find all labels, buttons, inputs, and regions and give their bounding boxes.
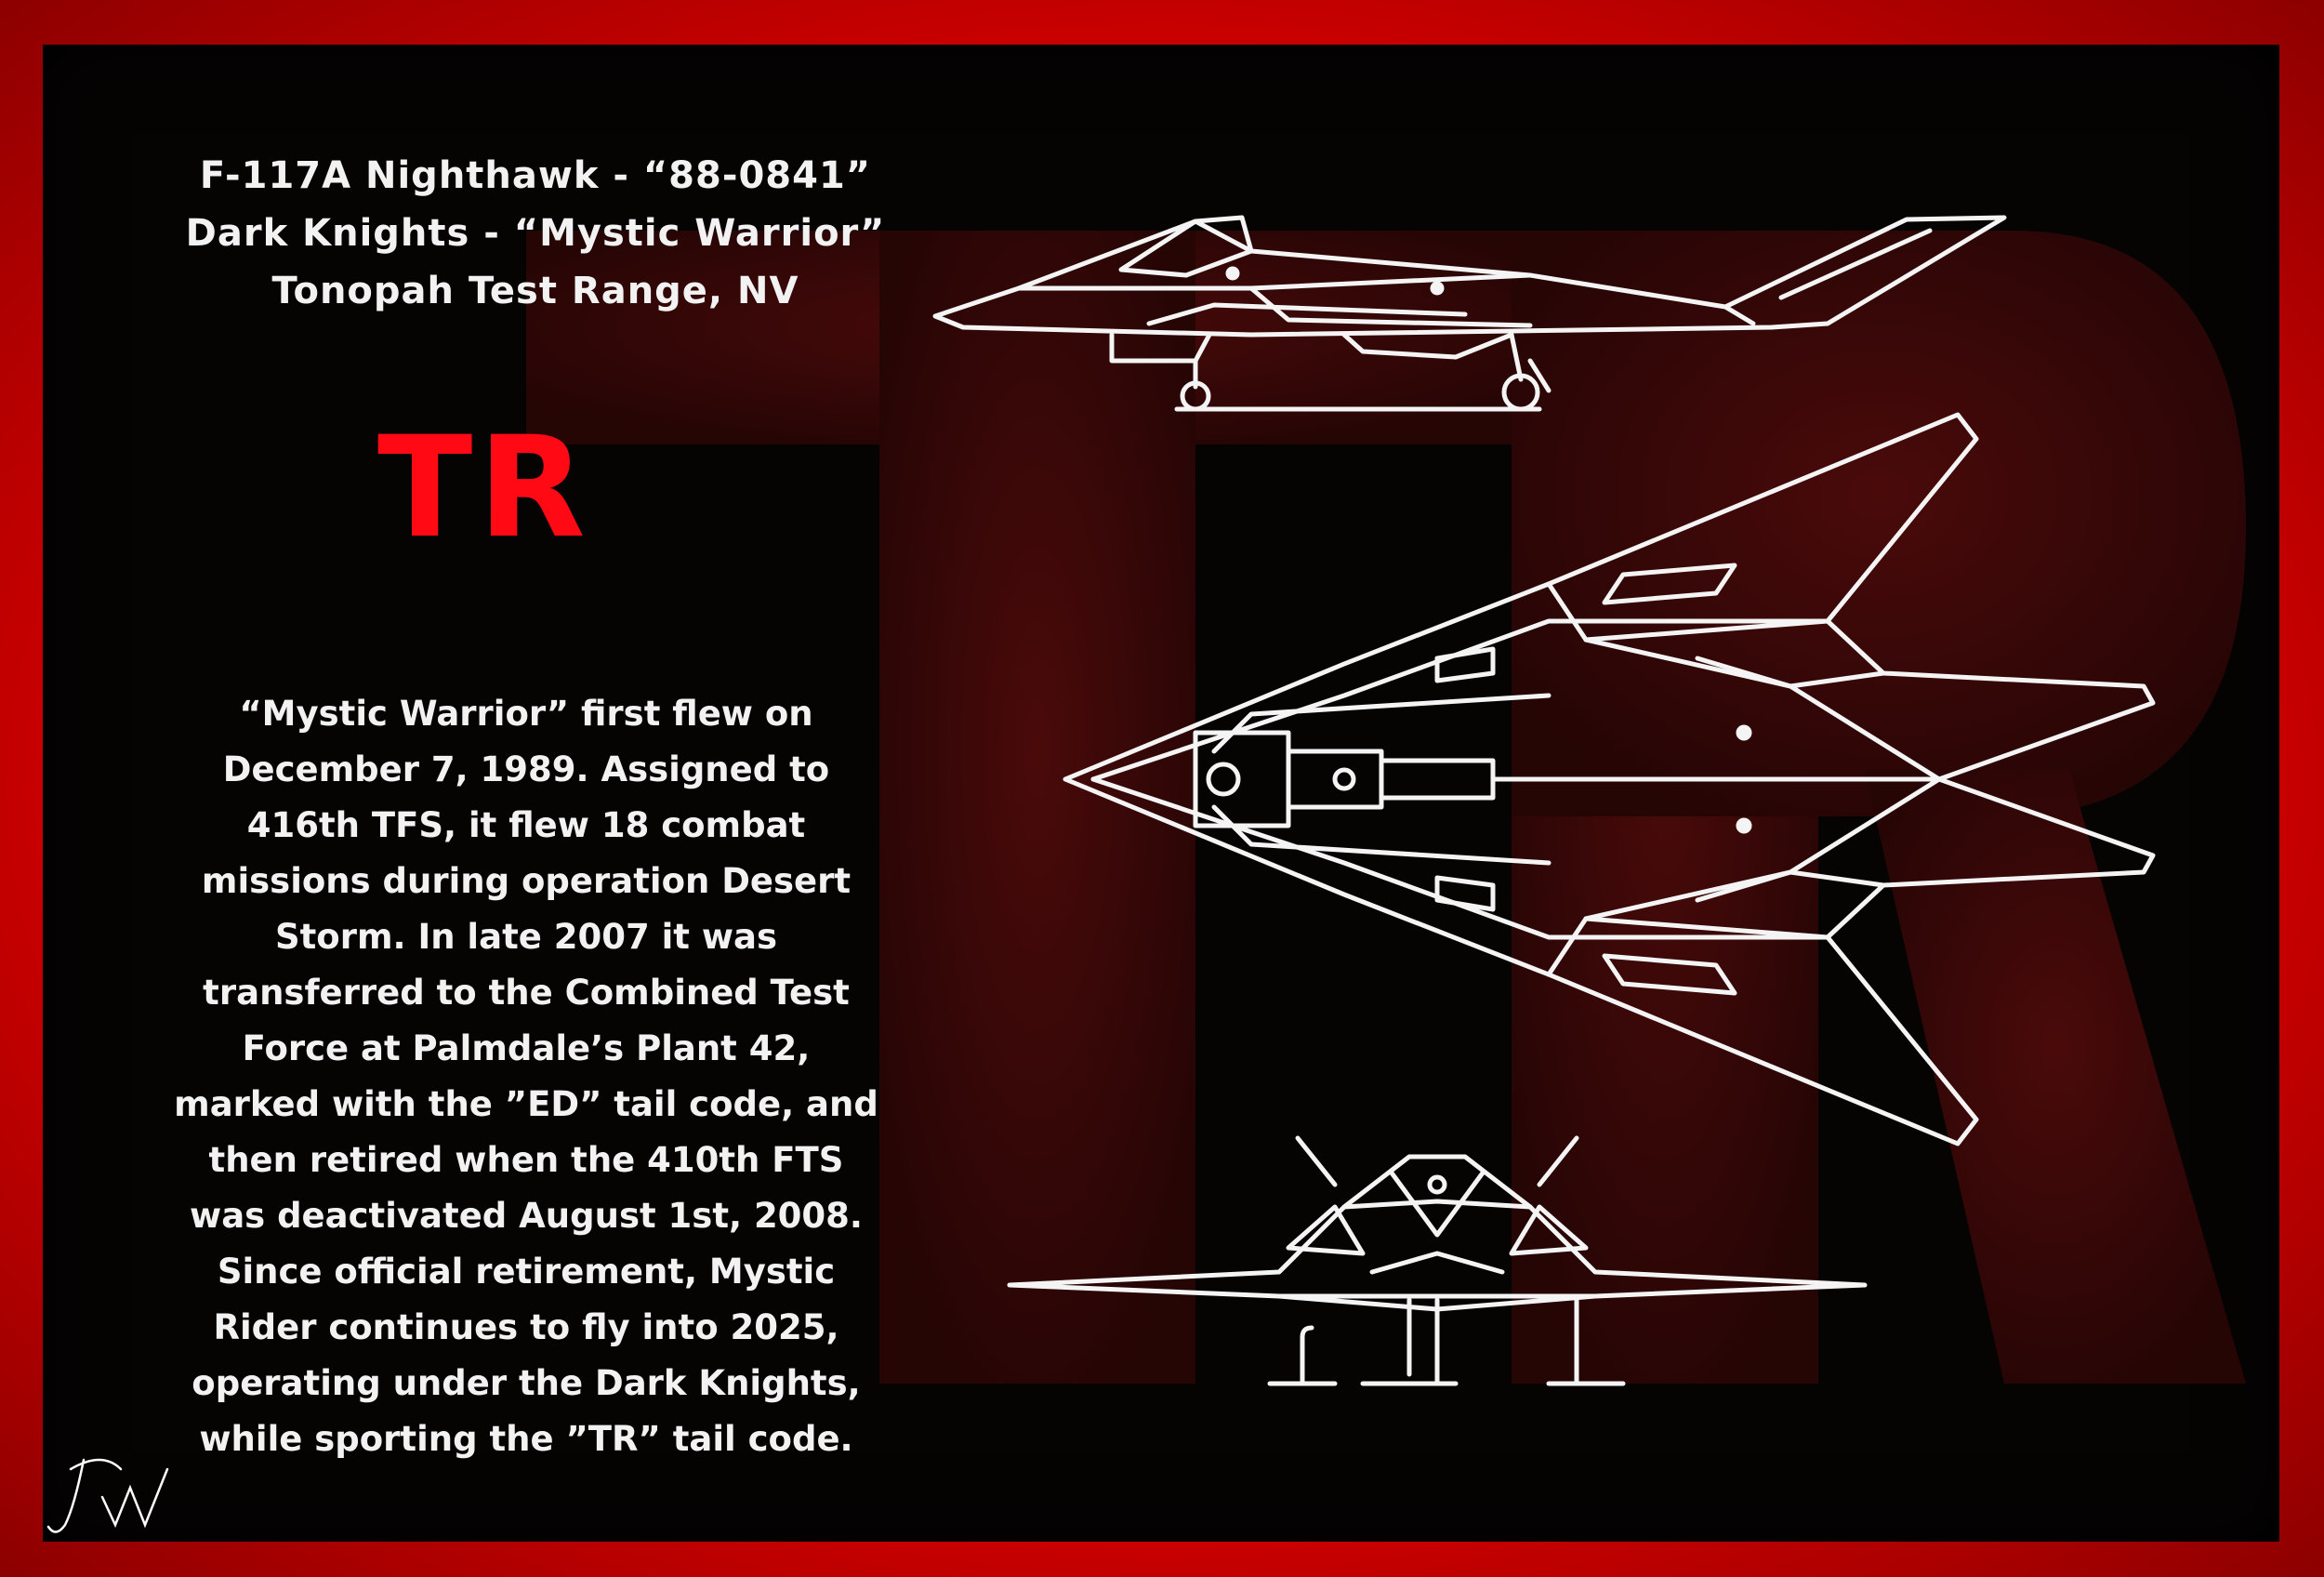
history-line: operating under the Dark Knights, (191, 1363, 861, 1403)
photographer-signature-logo (46, 1458, 169, 1533)
header-line-unit: Dark Knights - “Mystic Warrior” (185, 212, 886, 255)
history-line: marked with the ”ED” tail code, and (174, 1084, 878, 1124)
header-line-designation: F-117A Nighthawk - “88-0841” (199, 154, 872, 197)
background-letter-t (526, 231, 1539, 1384)
history-line: Rider continues to fly into 2025, (213, 1307, 839, 1347)
aircraft-history: “Mystic Warrior” first flew on December … (80, 686, 972, 1467)
aircraft-side-view-icon (932, 215, 2007, 412)
header-line-location: Tonopah Test Range, NV (271, 270, 799, 312)
history-line: Storm. In late 2007 it was (274, 917, 778, 957)
background-tail-letters (526, 231, 2246, 1384)
history-line: “Mystic Warrior” first flew on (239, 694, 813, 734)
tail-code-title: TR (377, 407, 591, 569)
aircraft-drawings (932, 215, 2156, 1386)
aircraft-header: F-117A Nighthawk - “88-0841” Dark Knight… (99, 147, 972, 320)
history-line: then retired when the 410th FTS (208, 1140, 844, 1180)
history-line: transferred to the Combined Test (203, 973, 850, 1013)
history-line: Force at Palmdale’s Plant 42, (242, 1028, 811, 1068)
history-line: missions during operation Desert (201, 861, 852, 901)
history-line: December 7, 1989. Assigned to (222, 749, 830, 789)
history-line: 416th TFS, it flew 18 combat (246, 805, 806, 845)
history-line: while sporting the ”TR” tail code. (199, 1419, 853, 1459)
history-line: was deactivated August 1st, 2008. (190, 1196, 863, 1236)
aircraft-top-view-icon (1063, 412, 2156, 1146)
info-placard: F-117A Nighthawk - “88-0841” Dark Knight… (43, 45, 2279, 1542)
aircraft-front-view-icon (1007, 1135, 1868, 1386)
background-letter-r (1512, 231, 2246, 1384)
history-line: Since official retirement, Mystic (217, 1252, 836, 1292)
